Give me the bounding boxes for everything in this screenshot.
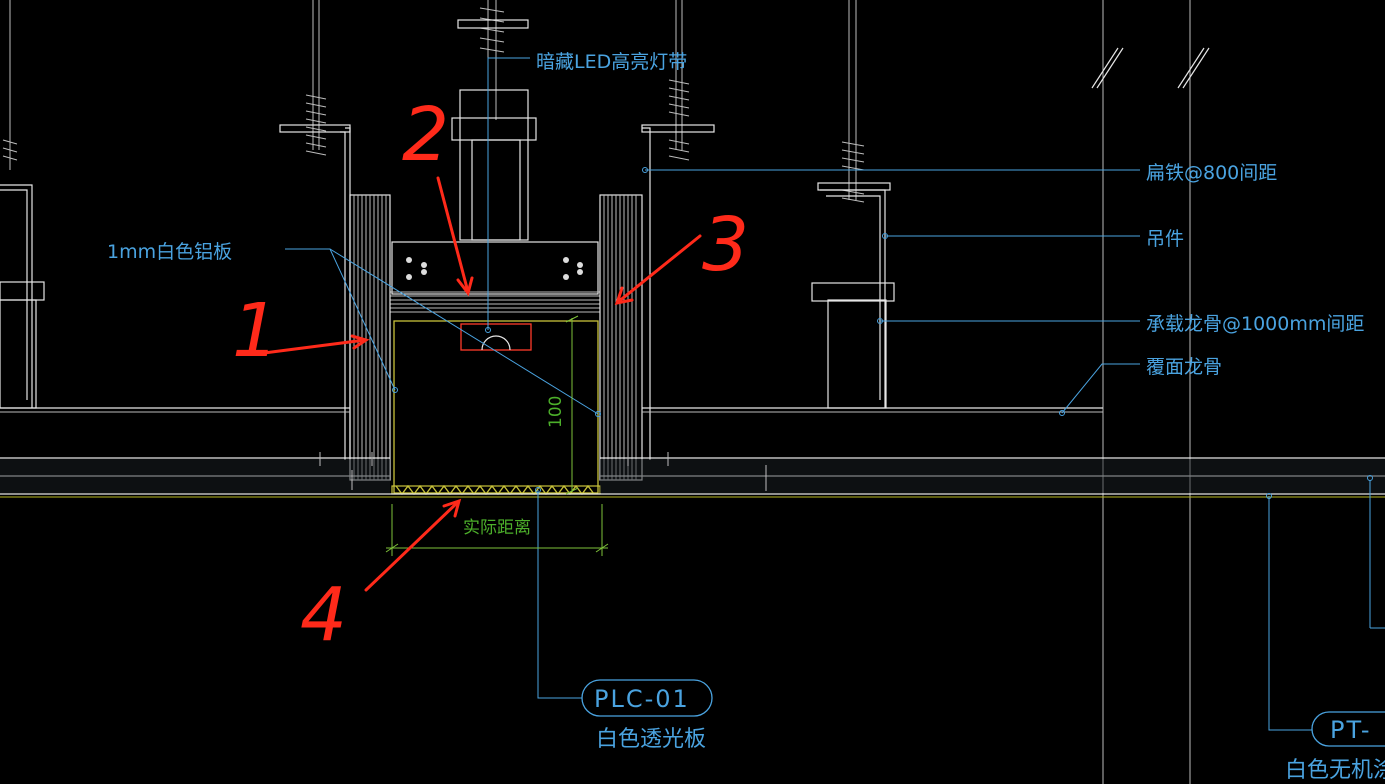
pt-tag-frame [1311, 711, 1385, 747]
label-led-strip: 暗藏LED高亮灯带 [536, 51, 687, 73]
marker-3: 3 [702, 202, 749, 288]
left-structure [0, 127, 351, 460]
label-aluminum-panel: 1mm白色铝板 [107, 241, 232, 263]
ceiling-layers [0, 407, 1385, 498]
label-flat-iron: 扁铁@800间距 [1146, 162, 1277, 184]
marker-1: 1 [232, 288, 279, 374]
plc-tag-code: PLC-01 [594, 685, 690, 713]
dimension-height: 100 [546, 396, 566, 428]
marker-4: 4 [300, 572, 347, 658]
center-structure [390, 89, 601, 496]
label-hanger: 吊件 [1146, 228, 1184, 250]
right-structure [642, 0, 1210, 784]
plc-tag-desc: 白色透光板 [596, 727, 706, 752]
dimension-lines [385, 315, 609, 556]
label-cover-keel: 覆面龙骨 [1146, 356, 1222, 378]
dimension-actual-distance: 实际距离 [463, 518, 531, 538]
red-arrows [262, 176, 702, 592]
leader-lines [285, 57, 1385, 731]
pt-tag-desc: 白色无机涂 [1285, 758, 1385, 783]
pt-tag-code: PT- [1330, 716, 1372, 744]
marker-2: 2 [402, 92, 449, 178]
plc-tag-frame [581, 679, 713, 717]
label-main-keel: 承载龙骨@1000mm间距 [1146, 313, 1364, 335]
bracket-plates [279, 19, 891, 191]
